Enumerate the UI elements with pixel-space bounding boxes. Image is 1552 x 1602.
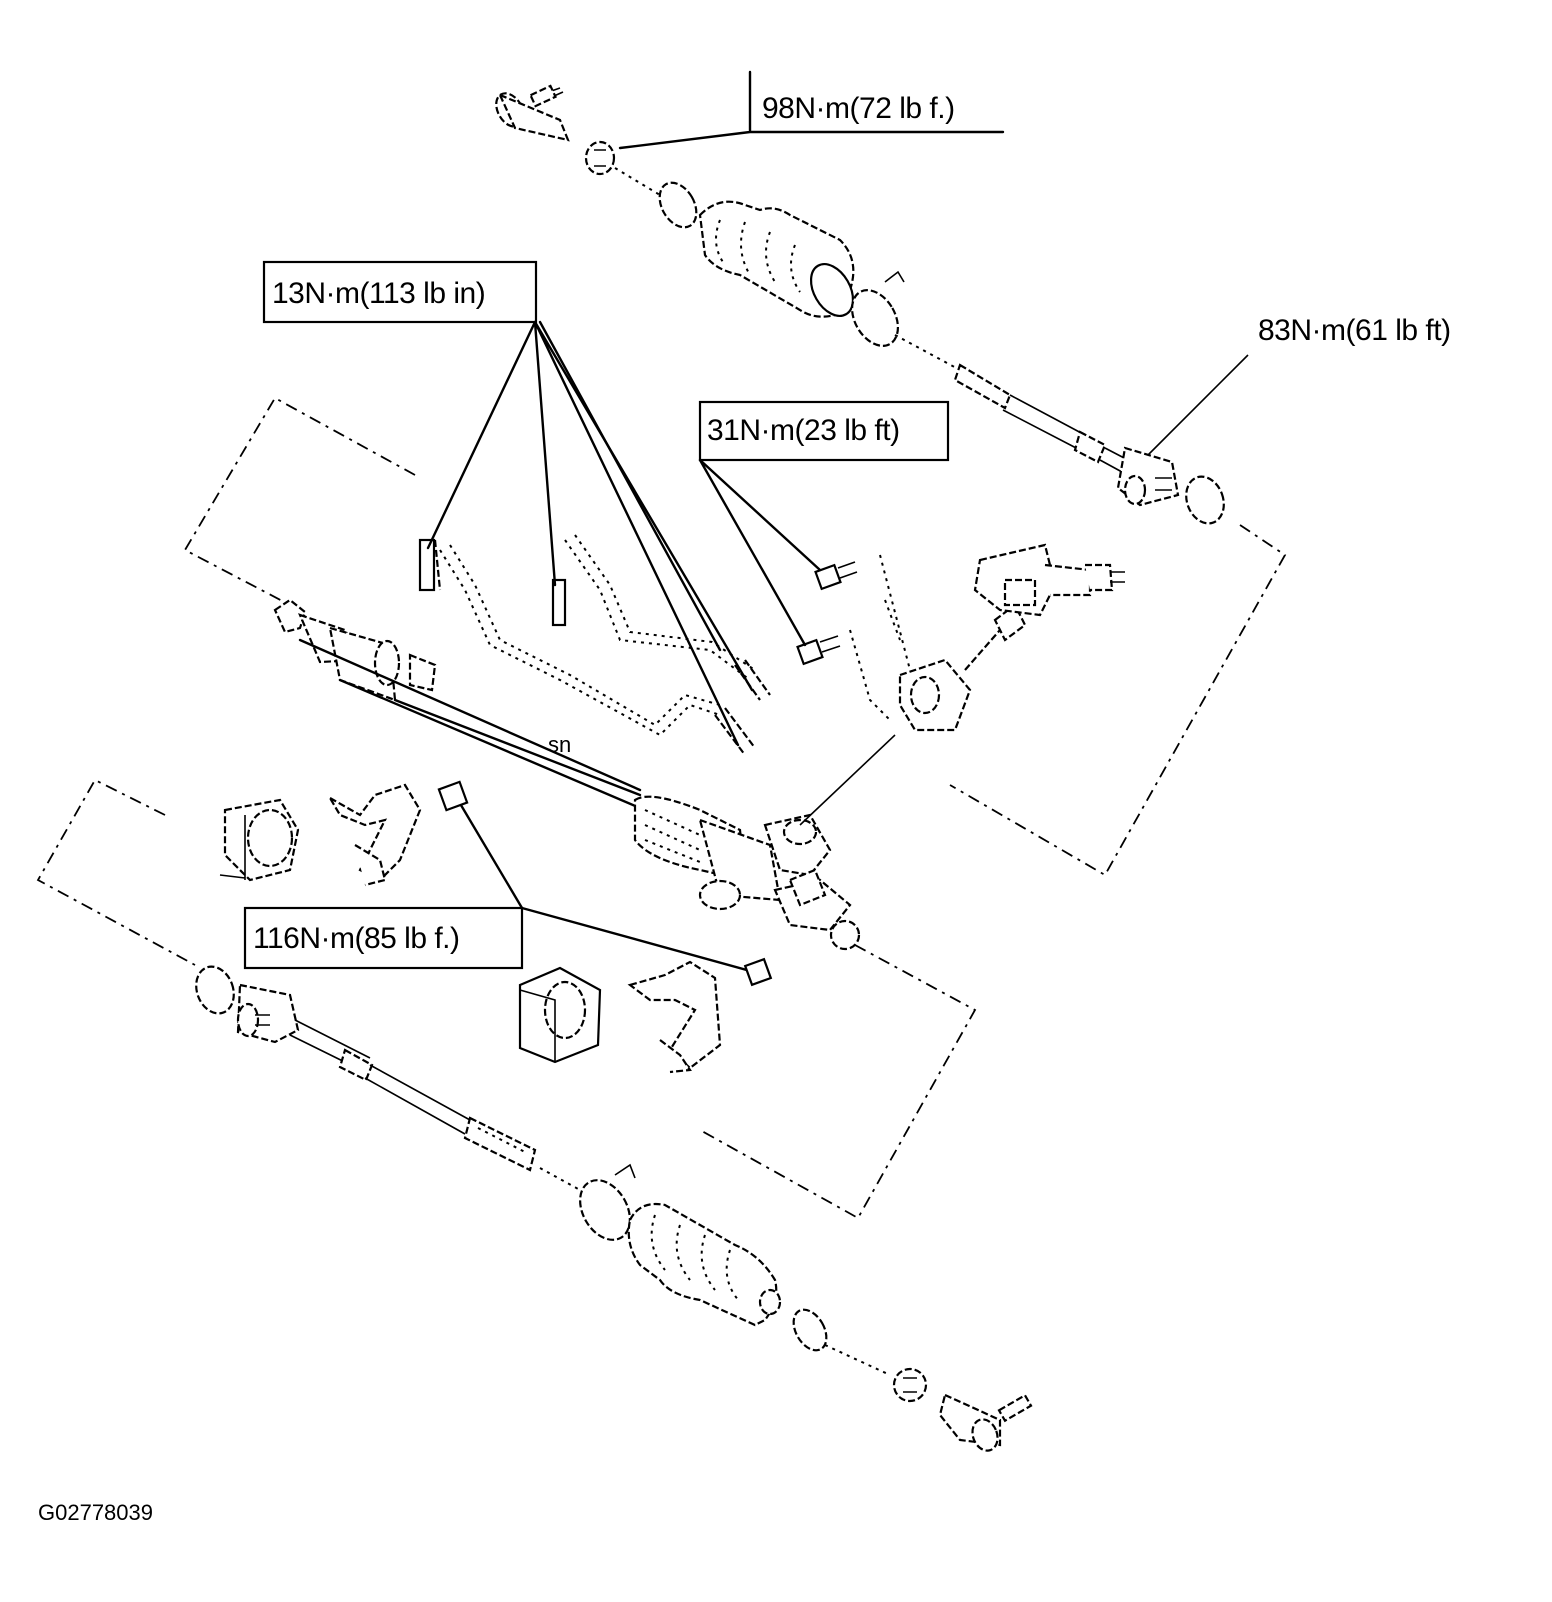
lower-boot-clamp-large: [579, 1163, 636, 1241]
figure-code: G02778039: [38, 1500, 153, 1525]
lower-castle-nut: [892, 1367, 928, 1403]
label-31nm: 31N·m(23 lb ft): [698, 400, 950, 462]
hydraulic-pipes: [418, 534, 771, 756]
label-116nm-text: 116N·m(85 lb f.): [253, 922, 460, 955]
lower-tie-rod-end: [938, 1393, 1033, 1452]
lower-axis-line-2: [824, 1344, 891, 1376]
valve-bolts: [796, 561, 858, 666]
svg-text:sn: sn: [548, 732, 571, 757]
label-98nm-text: 98N·m(72 lb f.): [762, 92, 955, 125]
rack-housing: sn: [273, 598, 861, 951]
label-83nm: 83N·m(61 lb ft): [1258, 314, 1451, 347]
lower-boot-clamp-small: [792, 1308, 828, 1352]
label-98nm: 98N·m(72 lb f.): [762, 92, 955, 125]
upper-castle-nut: [584, 140, 616, 176]
mounting-brackets: [219, 780, 773, 1074]
upper-axis-line: [614, 167, 661, 196]
upper-boot: [698, 200, 855, 318]
label-116nm: 116N·m(85 lb f.): [243, 906, 524, 970]
lower-right-reference-frame: [699, 944, 977, 1220]
upper-inner-tie-rod: [953, 363, 1225, 525]
lower-inner-tie-rod: [195, 965, 537, 1172]
lower-left-reference-frame: [36, 778, 196, 966]
label-83nm-text: 83N·m(61 lb ft): [1258, 314, 1451, 347]
lower-boot: [627, 1202, 782, 1327]
label-13nm-text: 13N·m(113 lb in): [272, 277, 485, 310]
upper-boot-clamp-large: [850, 270, 905, 347]
upper-tie-rod-end: [495, 84, 570, 142]
label-31nm-text: 31N·m(23 lb ft): [707, 414, 900, 447]
right-reference-frame: [949, 524, 1287, 877]
upper-axis-line-2: [894, 334, 961, 371]
lower-axis-line: [539, 1167, 581, 1191]
upper-boot-clamp-small: [658, 181, 698, 229]
control-valve: [849, 543, 1125, 732]
label-13nm: 13N·m(113 lb in): [262, 260, 538, 324]
upper-left-reference-frame: [183, 396, 416, 606]
